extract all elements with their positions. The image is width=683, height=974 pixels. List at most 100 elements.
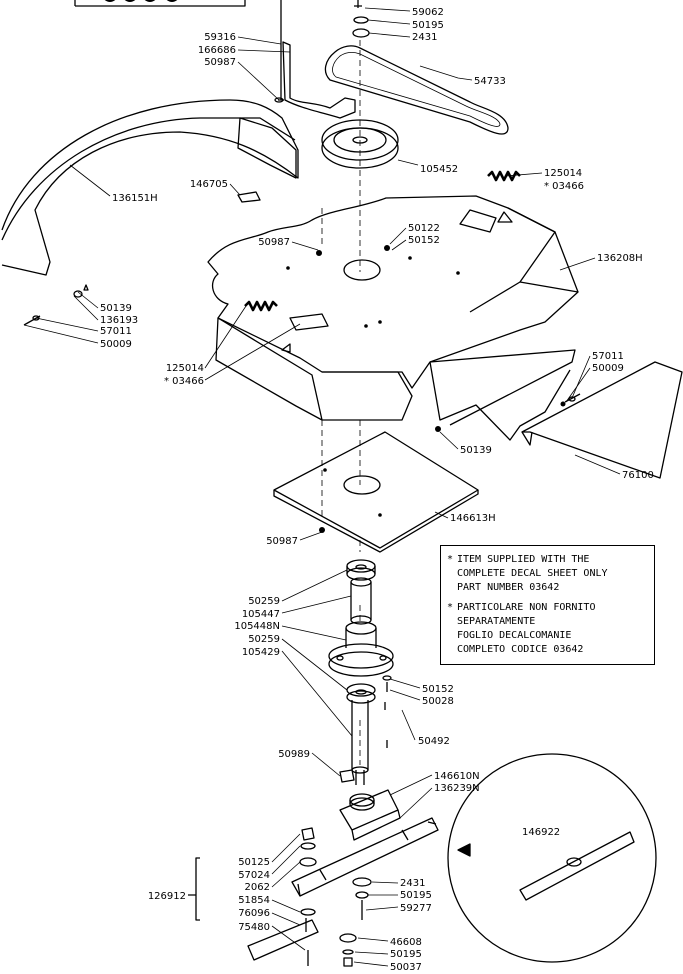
note-item-italian: * PARTICOLARE NON FORNITO SEPARATAMENTE … <box>447 601 648 657</box>
inset-circle <box>447 753 657 963</box>
bolt-50009 <box>23 315 41 326</box>
part-label: 105447 <box>242 609 280 620</box>
note-line: COMPLETO CODICE 03642 <box>457 644 584 655</box>
part-label: 57024 <box>238 870 270 881</box>
plate-76100 <box>521 361 683 479</box>
washer-50152 <box>382 675 392 681</box>
part-label: 54733 <box>474 76 506 87</box>
pin-50492 <box>384 702 388 748</box>
note-item-english: * ITEM SUPPLIED WITH THE COMPLETE DECAL … <box>447 553 648 595</box>
spring-125014-right <box>487 170 521 182</box>
part-label: 136239N <box>434 783 480 794</box>
part-label: 50152 <box>408 235 440 246</box>
bolt-50139 <box>83 284 89 291</box>
part-label: 46608 <box>390 937 422 948</box>
title-box <box>74 0 246 7</box>
part-label: * 03466 <box>544 181 584 192</box>
deck-front-skirt <box>215 317 323 421</box>
part-label: 50009 <box>592 363 624 374</box>
nut-50125 <box>301 827 315 841</box>
note-marker: * <box>447 602 454 613</box>
washer-46608 <box>339 933 357 943</box>
part-label: 50492 <box>418 736 450 747</box>
part-label: 76100 <box>622 470 654 481</box>
part-label: 146922 <box>522 827 560 838</box>
decal-146705 <box>237 191 261 203</box>
part-label: 50125 <box>238 857 270 868</box>
part-label: 50259 <box>248 596 280 607</box>
washer-2431-lower <box>352 877 372 887</box>
part-label: 125014 <box>166 363 204 374</box>
part-label: 50009 <box>100 339 132 350</box>
part-label: 50122 <box>408 223 440 234</box>
part-label: 57011 <box>100 326 132 337</box>
part-label: 50195 <box>412 20 444 31</box>
note-line: FOGLIO DECALCOMANIE <box>457 630 572 641</box>
note-line: PART NUMBER 03642 <box>457 582 560 593</box>
washer-57024 <box>300 842 316 850</box>
part-label: 50037 <box>390 962 422 973</box>
part-label: 50028 <box>422 696 454 707</box>
part-label: 2431 <box>400 878 425 889</box>
part-label: 57011 <box>592 351 624 362</box>
spring-125014-left <box>244 300 278 312</box>
part-label: 76096 <box>238 908 270 919</box>
part-label: 50259 <box>248 634 280 645</box>
nut-50989 <box>339 769 355 783</box>
note-line: ITEM SUPPLIED WITH THE <box>457 554 590 565</box>
part-label: 50989 <box>278 749 310 760</box>
note-box: * ITEM SUPPLIED WITH THE COMPLETE DECAL … <box>440 545 655 665</box>
part-label: 125014 <box>544 168 582 179</box>
bracket-166686 <box>282 41 356 119</box>
part-label: 59316 <box>204 32 236 43</box>
inset-blade-146922 <box>519 831 635 901</box>
part-label: 75480 <box>238 922 270 933</box>
part-label: 2062 <box>245 882 270 893</box>
part-label: 126912 <box>148 891 186 902</box>
part-label: 51854 <box>238 895 270 906</box>
belt-54733 <box>324 45 509 135</box>
part-label: 105452 <box>420 164 458 175</box>
washer-51854 <box>300 908 316 916</box>
bolt-50009-right <box>564 393 581 403</box>
part-label: 146613H <box>450 513 496 524</box>
note-line: COMPLETE DECAL SHEET ONLY <box>457 568 608 579</box>
part-label: 59277 <box>400 903 432 914</box>
part-label: 50195 <box>400 890 432 901</box>
bracket-126912 <box>188 857 200 921</box>
washer-2431 <box>352 28 370 38</box>
part-label: 50987 <box>266 536 298 547</box>
shaft-105429 <box>351 700 369 770</box>
part-label: 2431 <box>412 32 437 43</box>
housing-105448N <box>345 628 377 648</box>
note-marker: * <box>447 554 454 565</box>
spacer-105447 <box>350 582 372 620</box>
inset-arrow <box>457 843 471 857</box>
part-label: 50195 <box>390 949 422 960</box>
part-label: 146610N <box>434 771 480 782</box>
note-line: SEPARATAMENTE <box>457 616 536 627</box>
deck-136208H <box>207 195 579 389</box>
blade-136239N <box>291 817 439 897</box>
part-label: 50987 <box>204 57 236 68</box>
washer-2062 <box>299 857 317 867</box>
washer-50195 <box>353 16 369 24</box>
bolt-59062 <box>354 0 362 8</box>
blade-75480 <box>247 919 319 961</box>
part-label: 50139 <box>460 445 492 456</box>
title-glyphs <box>104 0 178 2</box>
part-label: 50152 <box>422 684 454 695</box>
part-label: 166686 <box>198 45 236 56</box>
part-label: 50139 <box>100 303 132 314</box>
part-label: 136208H <box>597 253 643 264</box>
washer-136193 <box>73 290 83 298</box>
part-label: 105429 <box>242 647 280 658</box>
part-label: * 03466 <box>164 376 204 387</box>
part-label: 50987 <box>258 237 290 248</box>
belt-guard-136151H <box>1 99 299 276</box>
part-label: 146705 <box>190 179 228 190</box>
part-label: 136151H <box>112 193 158 204</box>
note-line: PARTICOLARE NON FORNITO <box>457 602 596 613</box>
